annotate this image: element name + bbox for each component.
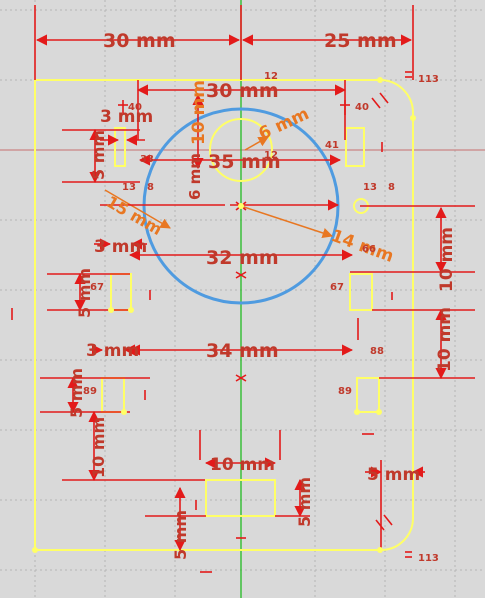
svg-text:89: 89 [83, 386, 97, 397]
dim-rad-15: 15 mm [103, 192, 165, 239]
vertex-points[interactable] [32, 77, 416, 553]
slot-mid-left [110, 273, 132, 311]
slot-low-right [356, 377, 380, 413]
dim-top-right: 25 mm [324, 30, 397, 52]
svg-text:88: 88 [370, 346, 384, 357]
dim-vert-5c: 6 mm [186, 153, 204, 200]
svg-text:89: 89 [338, 386, 352, 397]
inner-geometry[interactable] [101, 118, 380, 517]
dim-bottom-5a: 5 mm [171, 510, 190, 560]
dim-left-3a: 3 mm [100, 107, 153, 127]
svg-text:40: 40 [128, 102, 142, 113]
svg-text:33: 33 [140, 154, 154, 165]
small-circle [209, 118, 273, 182]
dimension-labels[interactable]: 30 mm 25 mm 30 mm 10 mm 6 mm 35 mm 6 mm … [67, 30, 457, 560]
slot-top-right [345, 127, 365, 167]
dim-dia-35: 35 mm [208, 151, 281, 173]
svg-text:113: 113 [418, 74, 439, 85]
svg-text:13: 13 [363, 182, 377, 193]
dim-bottom-5b: 5 mm [295, 477, 314, 527]
slot-mid-right [349, 273, 373, 311]
dim-left-5b: 5 mm [75, 268, 94, 318]
dim-inner-30: 30 mm [206, 80, 279, 102]
svg-text:40: 40 [355, 102, 369, 113]
outer-profile[interactable] [34, 79, 414, 551]
dim-right-10b: 10 mm [435, 307, 455, 372]
dim-left-5a: 5 mm [89, 130, 108, 180]
svg-text:41: 41 [325, 140, 339, 151]
dim-top-left: 30 mm [103, 30, 176, 52]
svg-text:67: 67 [330, 282, 344, 293]
svg-text:66: 66 [362, 244, 376, 255]
dim-34: 34 mm [206, 340, 279, 362]
radius-lines [104, 136, 333, 239]
svg-text:13: 13 [122, 182, 136, 193]
dim-bottom-10: 10 mm [210, 455, 275, 475]
dim-vert-10: 10 mm [189, 80, 209, 145]
constraint-markers [11, 71, 412, 573]
dim-radius-6: 6 mm [256, 104, 313, 145]
dim-left-3b: 3 mm [94, 237, 147, 257]
svg-text:12: 12 [264, 71, 278, 82]
dim-right-10a: 10 mm [437, 227, 457, 292]
dim-right-5: 5 mm [367, 465, 420, 485]
slot-top-left [114, 127, 126, 167]
dim-left-5c: 5 mm [67, 368, 86, 418]
svg-text:8: 8 [147, 182, 154, 193]
constraint-labels: 12 12 113 113 40 40 41 33 13 8 13 8 66 6… [83, 71, 439, 564]
slot-bottom [205, 479, 276, 517]
svg-text:113: 113 [418, 553, 439, 564]
dimension-lines [34, 5, 475, 552]
svg-text:12: 12 [264, 150, 278, 161]
dim-left-3c: 3 mm [86, 341, 139, 361]
svg-text:8: 8 [388, 182, 395, 193]
dim-left-10: 10 mm [89, 417, 108, 478]
svg-text:67: 67 [90, 282, 104, 293]
dim-32: 32 mm [206, 247, 279, 269]
